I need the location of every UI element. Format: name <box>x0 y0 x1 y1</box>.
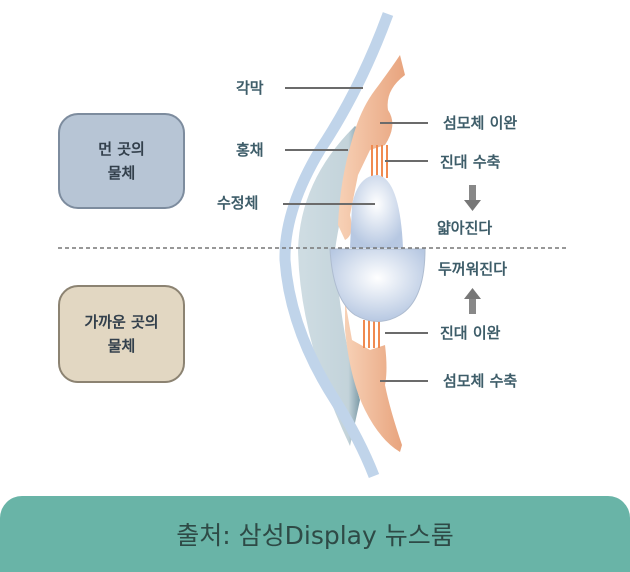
label-iris: 홍채 <box>236 141 264 159</box>
arrow-up-icon <box>464 288 481 314</box>
near-object-line1: 가까운 곳의 <box>84 313 159 331</box>
arrow-down-icon <box>464 185 481 211</box>
label-ciliary-contract: 섬모체 수축 <box>443 372 518 390</box>
label-thicker: 두꺼워진다 <box>438 260 508 278</box>
label-cornea: 각막 <box>236 79 264 97</box>
ciliary-body-bottom <box>345 300 402 452</box>
zonule-bottom <box>363 320 380 348</box>
lens-thin <box>350 175 403 248</box>
source-footer: 출처: 삼성Display 뉴스룸 <box>0 496 630 572</box>
label-ciliary-relax: 섬모체 이완 <box>443 114 518 132</box>
label-zonule-contract: 진대 수축 <box>440 153 501 171</box>
zonule-top <box>371 145 388 178</box>
label-zonule-relax: 진대 이완 <box>440 324 501 342</box>
leader-lines <box>283 87 428 382</box>
anterior-chamber <box>298 126 370 446</box>
far-object-line2: 물체 <box>107 164 136 182</box>
label-lens: 수정체 <box>217 194 259 212</box>
source-text: 출처: 삼성Display 뉴스룸 <box>176 521 454 550</box>
eye-diagram <box>58 12 566 478</box>
near-object-line2: 물체 <box>107 337 136 355</box>
far-object-line1: 먼 곳의 <box>98 140 145 158</box>
label-thinner: 얇아진다 <box>437 219 493 237</box>
cornea <box>279 12 394 478</box>
lens-thick <box>329 248 426 322</box>
